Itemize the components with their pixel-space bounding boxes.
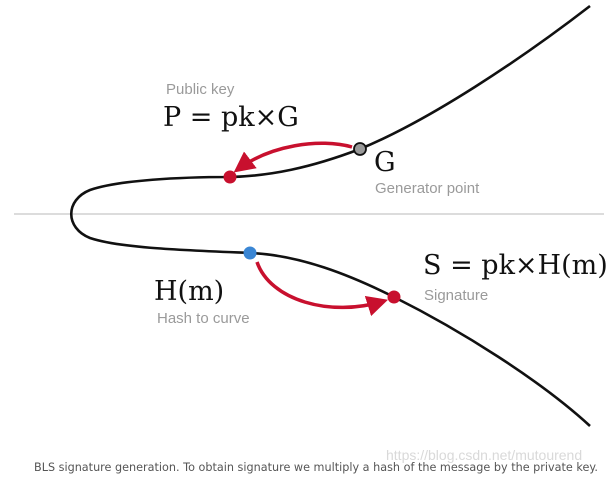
signature-caption: Signature [424,287,488,304]
figure-caption: BLS signature generation. To obtain sign… [34,460,598,474]
signature-point [387,290,401,304]
public-key-point [223,170,237,184]
hash-point [243,246,257,260]
arrow-hash-to-signature [255,261,389,317]
arrow-generator-to-public-key [233,141,353,173]
hash-formula: H(m) [154,276,224,307]
generator-symbol: G [374,147,396,178]
elliptic-curve [69,4,591,427]
generator-caption: Generator point [375,180,480,197]
watermark: https://blog.csdn.net/mutourend [386,447,582,463]
public-key-title: Public key [166,81,235,98]
public-key-formula: P = pk×G [163,102,299,133]
signature-formula: S = pk×H(m) [423,250,608,281]
generator-point [353,142,367,156]
hash-caption: Hash to curve [157,310,250,327]
